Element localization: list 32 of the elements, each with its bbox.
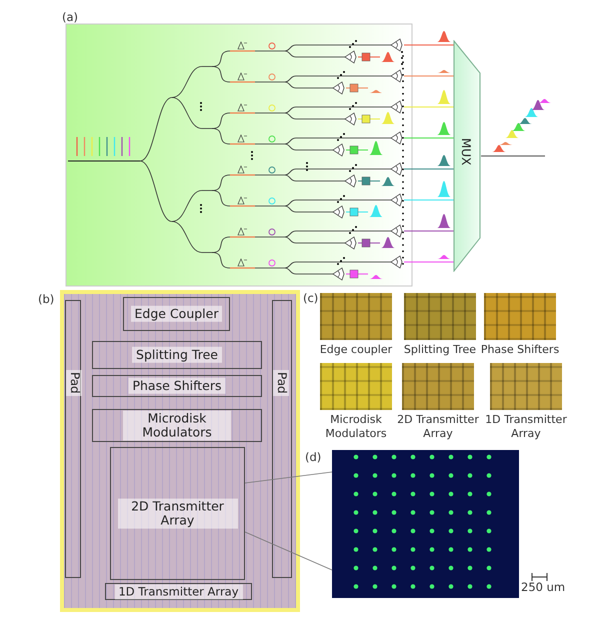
leader-line — [244, 472, 332, 484]
region-outline — [92, 409, 262, 442]
scale-label: 250 um — [521, 580, 566, 594]
region-label: Edge Coupler — [130, 306, 222, 322]
spot-array-image — [332, 450, 519, 598]
photo-caption: 2D Transmitter Array — [396, 413, 480, 440]
region-label: Splitting Tree — [132, 346, 222, 364]
region-outline — [123, 297, 230, 331]
region-label: Phase Shifters — [128, 378, 226, 394]
chip-micrograph — [60, 290, 300, 612]
region-outline — [110, 447, 245, 580]
photo-caption: Splitting Tree — [402, 343, 478, 357]
region-outline — [105, 583, 252, 600]
region-label: 2D Transmitter Array — [118, 498, 238, 529]
mux-label: MUX — [459, 138, 473, 166]
photo-caption: Phase Shifters — [480, 343, 560, 357]
leader-line — [244, 532, 332, 570]
region-label: Pad — [273, 370, 289, 396]
region-outline — [92, 375, 262, 397]
panel-label: (d) — [305, 450, 322, 464]
region-outline — [92, 341, 262, 369]
panel-label: (c) — [303, 291, 318, 305]
photo-caption: Edge coupler — [318, 343, 394, 357]
panel-label: (b) — [38, 292, 54, 306]
photo-caption: Microdisk Modulators — [324, 413, 388, 440]
region-outline — [272, 300, 292, 578]
panel-label: (a) — [62, 10, 78, 24]
region-label: 1D Transmitter Array — [114, 584, 243, 600]
region-label: Pad — [66, 370, 82, 396]
region-outline — [65, 300, 81, 578]
photo-caption: 1D Transmitter Array — [484, 413, 568, 440]
region-label: Microdisk Modulators — [123, 410, 231, 441]
